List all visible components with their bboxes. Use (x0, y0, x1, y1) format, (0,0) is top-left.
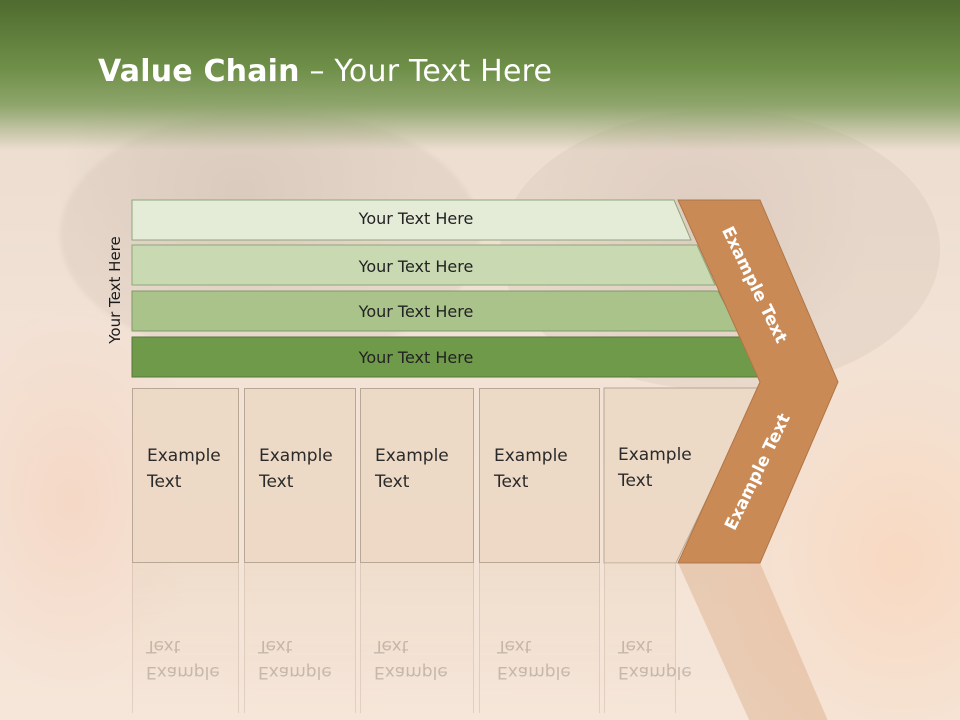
example-box-1-line2: Text (147, 472, 182, 492)
bar-3[interactable]: Your Text Here (132, 291, 700, 331)
bar-3-label: Your Text Here (358, 301, 474, 321)
example-box-4-line2: Text (494, 472, 529, 492)
box-reflection-text-3: Example Text (374, 636, 448, 682)
title-rest: – Your Text Here (299, 54, 553, 89)
bar-4[interactable]: Your Text Here (132, 337, 700, 377)
title-bar (0, 0, 960, 150)
example-box-1[interactable]: Example Text (132, 388, 239, 563)
bar-shape-1[interactable] (131, 199, 692, 241)
bar-2-label: Your Text Here (358, 256, 474, 276)
box-reflection-text-2: Example Text (258, 636, 332, 682)
reflection: Example Text Example Text Example Text Exam… (0, 563, 960, 720)
bar-1[interactable]: Your Text Here (132, 200, 692, 240)
box-reflection-3 (360, 563, 474, 713)
box-reflection-4 (479, 563, 600, 713)
box-reflection-5 (604, 563, 676, 713)
example-box-3-line2: Text (375, 472, 410, 492)
example-box-5-line2: Text (618, 471, 653, 491)
bar-1-label: Your Text Here (358, 208, 474, 228)
example-box-2-line2: Text (259, 472, 294, 492)
example-box-1-line1: Example (147, 446, 221, 466)
bar-2[interactable]: Your Text Here (132, 245, 700, 285)
bar-4-label: Your Text Here (358, 347, 474, 367)
box-reflection-1 (132, 563, 239, 713)
chevron-reflection (678, 563, 828, 720)
example-box-3-line1: Example (375, 446, 449, 466)
title-bold: Value Chain (98, 54, 300, 89)
example-box-2[interactable]: Example Text (244, 388, 356, 563)
chevron-shape[interactable] (677, 199, 839, 564)
box-reflection-2 (244, 563, 356, 713)
example-box-5[interactable]: Example Text (604, 388, 704, 563)
box-reflection-text-5: Example Text (618, 636, 692, 682)
example-box-5-line1: Example (618, 445, 692, 465)
example-box-2-line1: Example (259, 446, 333, 466)
example-box-4[interactable]: Example Text (479, 388, 600, 563)
slide-title[interactable]: Value Chain – Your Text Here (98, 54, 552, 89)
box-reflection-text-1: Example Text (146, 636, 220, 682)
example-box-3[interactable]: Example Text (360, 388, 474, 563)
example-box-4-line1: Example (494, 446, 568, 466)
bar-shape-2[interactable] (131, 244, 716, 286)
box-reflection-text-4: Example Text (497, 636, 571, 682)
box-5-shape (603, 387, 761, 564)
